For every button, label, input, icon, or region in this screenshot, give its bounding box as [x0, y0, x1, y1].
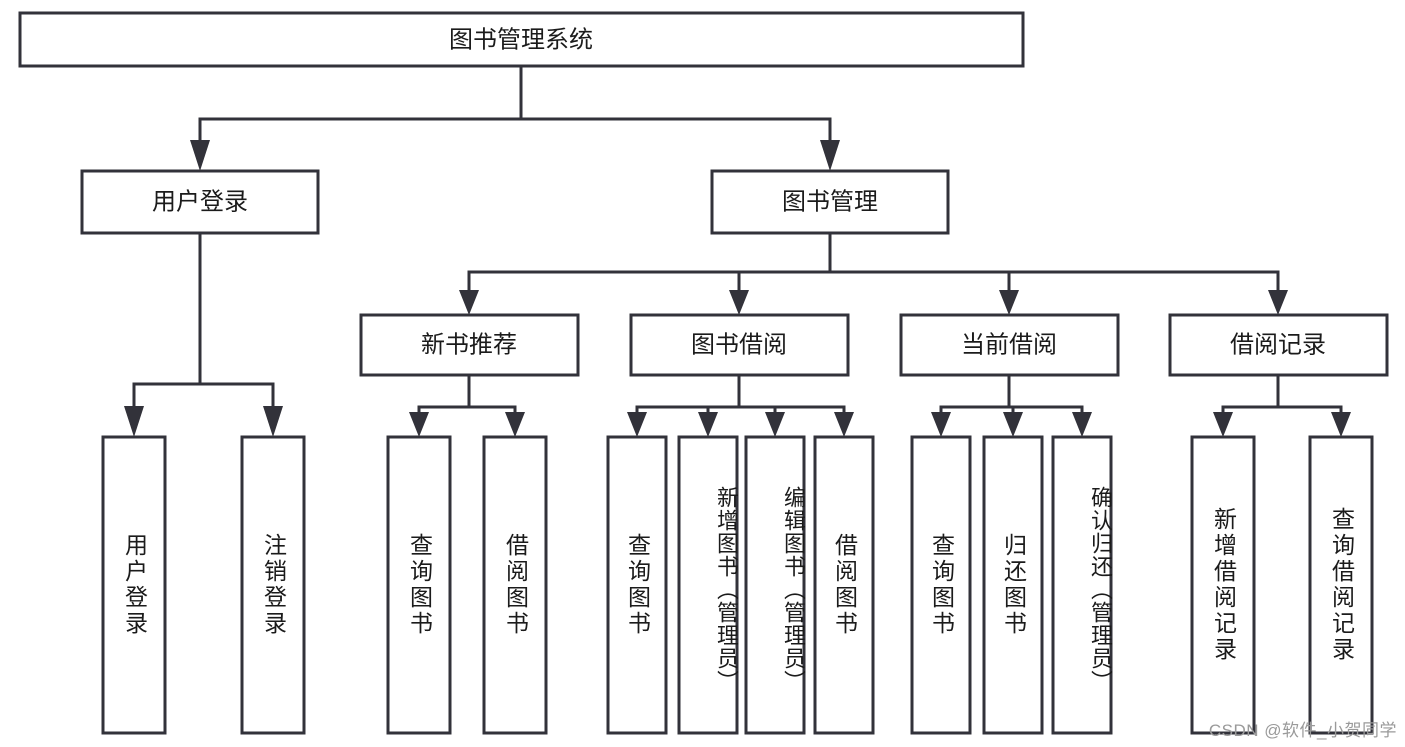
arrow-head-borrow-edit: [765, 412, 785, 437]
connector-group-user-login: [124, 231, 283, 437]
node-new-book-recommend-box[interactable]: [359, 313, 580, 377]
node-leaf-current-return[interactable]: [982, 435, 1044, 735]
arrow-head-new-book-recommend: [459, 290, 479, 315]
node-user-login-box[interactable]: [80, 169, 320, 235]
arrow-head-recommend-query: [409, 412, 429, 437]
node-leaf-current-query-box[interactable]: [910, 435, 972, 735]
node-leaf-borrow-add-box[interactable]: [677, 435, 739, 735]
node-root-box[interactable]: [18, 11, 1025, 68]
arrow-head-borrow-query: [627, 412, 647, 437]
connector-group-current-borrow: [931, 373, 1092, 437]
node-leaf-user-login-box[interactable]: [101, 435, 167, 735]
arrow-head-current-query: [931, 412, 951, 437]
node-leaf-record-add-box[interactable]: [1190, 435, 1256, 735]
node-leaf-current-confirm-box[interactable]: [1051, 435, 1113, 735]
node-leaf-current-confirm[interactable]: [1051, 435, 1113, 735]
arrow-head-user-login: [190, 140, 210, 171]
node-leaf-user-logout-box[interactable]: [240, 435, 306, 735]
node-leaf-borrow-query-box[interactable]: [606, 435, 668, 735]
node-root[interactable]: 图书管理系统: [18, 11, 1025, 68]
node-borrow-record-box[interactable]: [1168, 313, 1389, 377]
node-book-manage-label: 图书管理: [782, 188, 878, 215]
node-current-borrow[interactable]: 当前借阅: [899, 313, 1120, 377]
node-new-book-recommend[interactable]: 新书推荐: [359, 313, 580, 377]
connector-group-new-book-recommend: [409, 373, 525, 437]
arrow-head-record-query: [1331, 412, 1351, 437]
arrow-head-borrow-add: [698, 412, 718, 437]
node-user-login-label: 用户登录: [152, 188, 248, 215]
node-book-manage[interactable]: 图书管理: [710, 169, 950, 235]
arrow-head-recommend-borrow: [505, 412, 525, 437]
node-leaf-user-logout[interactable]: [240, 435, 306, 735]
arrow-head-borrow-record: [1268, 290, 1288, 315]
arrow-head-book-borrow: [729, 290, 749, 315]
arrow-head-leaf-user-login: [124, 406, 144, 437]
node-leaf-user-login[interactable]: [101, 435, 167, 735]
node-leaf-current-query[interactable]: [910, 435, 972, 735]
connector-group-root: [190, 64, 840, 171]
node-leaf-current-return-box[interactable]: [982, 435, 1044, 735]
node-borrow-record[interactable]: 借阅记录: [1168, 313, 1389, 377]
node-book-manage-box[interactable]: [710, 169, 950, 235]
node-book-borrow[interactable]: 图书借阅: [629, 313, 850, 377]
node-leaf-record-add[interactable]: [1190, 435, 1256, 735]
node-root-label: 图书管理系统: [449, 26, 593, 53]
connector-group-borrow-record: [1213, 373, 1351, 437]
node-borrow-record-label: 借阅记录: [1230, 331, 1326, 358]
node-book-borrow-box[interactable]: [629, 313, 850, 377]
node-leaf-recommend-borrow-box[interactable]: [482, 435, 548, 735]
node-leaf-recommend-query[interactable]: [386, 435, 452, 735]
node-leaf-record-query[interactable]: [1308, 435, 1374, 735]
node-book-borrow-label: 图书借阅: [691, 331, 787, 358]
node-leaf-recommend-borrow[interactable]: [482, 435, 548, 735]
arrow-head-book-manage: [820, 140, 840, 171]
node-leaf-borrow-query[interactable]: [606, 435, 668, 735]
node-leaf-borrow-edit[interactable]: [744, 435, 806, 735]
node-leaf-borrow-edit-box[interactable]: [744, 435, 806, 735]
node-leaf-borrow-add[interactable]: [677, 435, 739, 735]
node-new-book-recommend-label: 新书推荐: [421, 331, 517, 358]
node-leaf-borrow-do-box[interactable]: [813, 435, 875, 735]
node-current-borrow-box[interactable]: [899, 313, 1120, 377]
arrow-head-current-borrow: [999, 290, 1019, 315]
arrow-head-current-confirm: [1072, 412, 1092, 437]
connector-group-book-borrow: [627, 373, 854, 437]
arrow-head-current-return: [1003, 412, 1023, 437]
arrow-head-borrow-do: [834, 412, 854, 437]
node-current-borrow-label: 当前借阅: [961, 331, 1057, 358]
node-leaf-record-query-box[interactable]: [1308, 435, 1374, 735]
arrow-head-record-add: [1213, 412, 1233, 437]
connector-group-book-manage: [459, 231, 1288, 315]
node-leaf-recommend-query-box[interactable]: [386, 435, 452, 735]
node-leaf-borrow-do[interactable]: [813, 435, 875, 735]
arrow-head-leaf-user-logout: [263, 406, 283, 437]
node-user-login[interactable]: 用户登录: [80, 169, 320, 235]
